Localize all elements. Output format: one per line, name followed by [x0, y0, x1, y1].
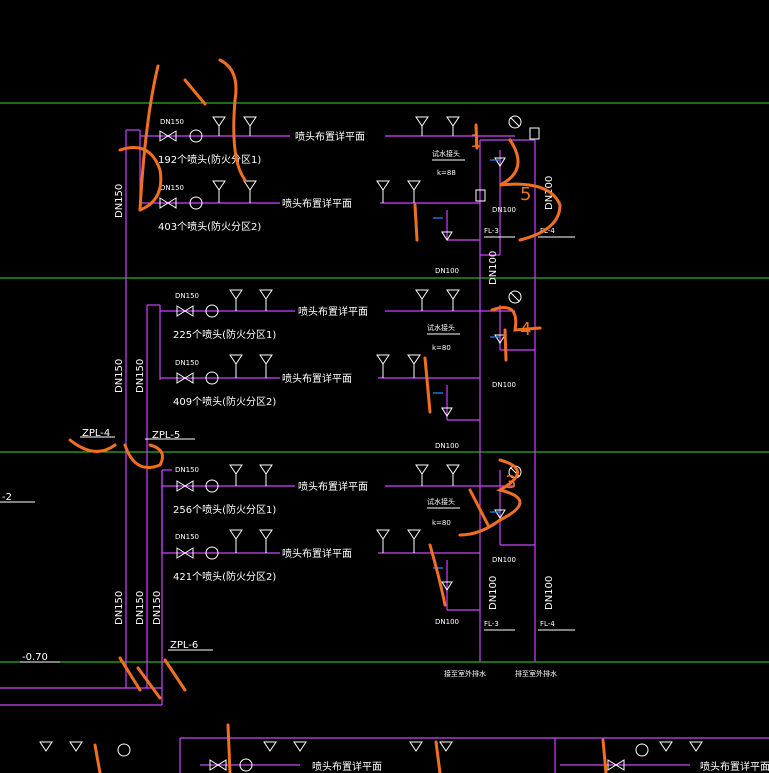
sprinkler-plan-label-f1a: 喷头布置详平面	[295, 130, 365, 143]
zone-label-f3-z2: 421个喷头(防火分区2)	[173, 570, 276, 583]
dn100-vertical-1: DN100	[488, 251, 499, 285]
sprinkler-plan-label-f3a: 喷头布置详平面	[298, 480, 368, 493]
dn100-label-f3b: DN100	[435, 618, 459, 626]
handwritten-annotations	[68, 58, 608, 773]
dn150-vertical-4: DN150	[114, 591, 125, 625]
sprinkler-plan-label-f2b: 喷头布置详平面	[282, 372, 352, 385]
level-marks	[433, 159, 500, 569]
dn150-vertical-2: DN150	[114, 359, 125, 393]
dn100-label-f2a: DN100	[492, 381, 516, 389]
fl3-label-top: FL-3	[484, 227, 499, 235]
drain-outdoor-label: 排至室外排水	[515, 669, 557, 678]
dn150-vertical-5: DN150	[135, 591, 146, 625]
dn100-label-f1b: DN100	[435, 267, 459, 275]
dn150-vertical-3: DN150	[135, 359, 146, 393]
dn100-label-f3a: DN100	[492, 556, 516, 564]
zone-label-f3-z1: 256个喷头(防火分区1)	[173, 503, 276, 516]
handwritten-mark-1: 1	[470, 131, 481, 152]
zpl5-label: ZPL-5	[152, 430, 180, 441]
zone-label-f2-z2: 409个喷头(防火分区2)	[173, 395, 276, 408]
fl4-label-top: FL-4	[540, 227, 555, 235]
fl3-label-bottom: FL-3	[484, 620, 499, 628]
elevation-label: -0.70	[22, 652, 48, 663]
handwritten-mark-5: 5	[520, 184, 531, 205]
test-joint-label-f3: 试水接头	[427, 497, 455, 506]
pipe-network	[0, 129, 769, 773]
zone-label-f1-z1: 192个喷头(防火分区1)	[158, 153, 261, 166]
dn100-label-f2b: DN100	[435, 442, 459, 450]
handwritten-mark-4: 4	[520, 319, 531, 340]
zpl6-label: ZPL-6	[170, 640, 198, 651]
dn100-vertical-3: DN100	[488, 576, 499, 610]
dn150-vertical-6: DN150	[152, 591, 163, 625]
sprinkler-plan-label-f1b: 喷头布置详平面	[282, 197, 352, 210]
dn150-label-f2b: DN150	[175, 359, 199, 367]
fl4-label-bottom: FL-4	[540, 620, 555, 628]
k-factor-label-f1: k=88	[437, 169, 456, 177]
test-joint-label-f2: 试水接头	[427, 323, 455, 332]
dn150-label-f1b: DN150	[160, 184, 184, 192]
dn150-label-f3a: DN150	[175, 466, 199, 474]
k-factor-label-f3: k=80	[432, 519, 451, 527]
dn150-label-f3b: DN150	[175, 533, 199, 541]
test-joint-label-f1: 试水接头	[432, 149, 460, 158]
dn100-label-f1a: DN100	[492, 206, 516, 214]
zone-label-f2-z1: 225个喷头(防火分区1)	[173, 328, 276, 341]
zone-label-f1-z2: 403个喷头(防火分区2)	[158, 220, 261, 233]
handwritten-mark-3: 3	[505, 472, 516, 493]
label-underlines	[0, 159, 575, 663]
zpl4-label: ZPL-4	[82, 428, 110, 439]
dn150-label-f2a: DN150	[175, 292, 199, 300]
fittings	[39, 115, 703, 772]
sprinkler-plan-label-bottom-2: 喷头布置详平面	[700, 760, 769, 773]
sprinkler-plan-label-bottom-1: 喷头布置详平面	[312, 760, 382, 773]
dn150-vertical-1: DN150	[114, 184, 125, 218]
dn150-label-f1a: DN150	[160, 118, 184, 126]
dn100-vertical-4: DN100	[544, 576, 555, 610]
zpl2-label: -2	[2, 492, 12, 503]
k-factor-label-f2: k=80	[432, 344, 451, 352]
sprinkler-plan-label-f2a: 喷头布置详平面	[298, 305, 368, 318]
drain-basement-label: 接至室外排水	[444, 669, 486, 678]
sprinkler-plan-label-f3b: 喷头布置详平面	[282, 547, 352, 560]
